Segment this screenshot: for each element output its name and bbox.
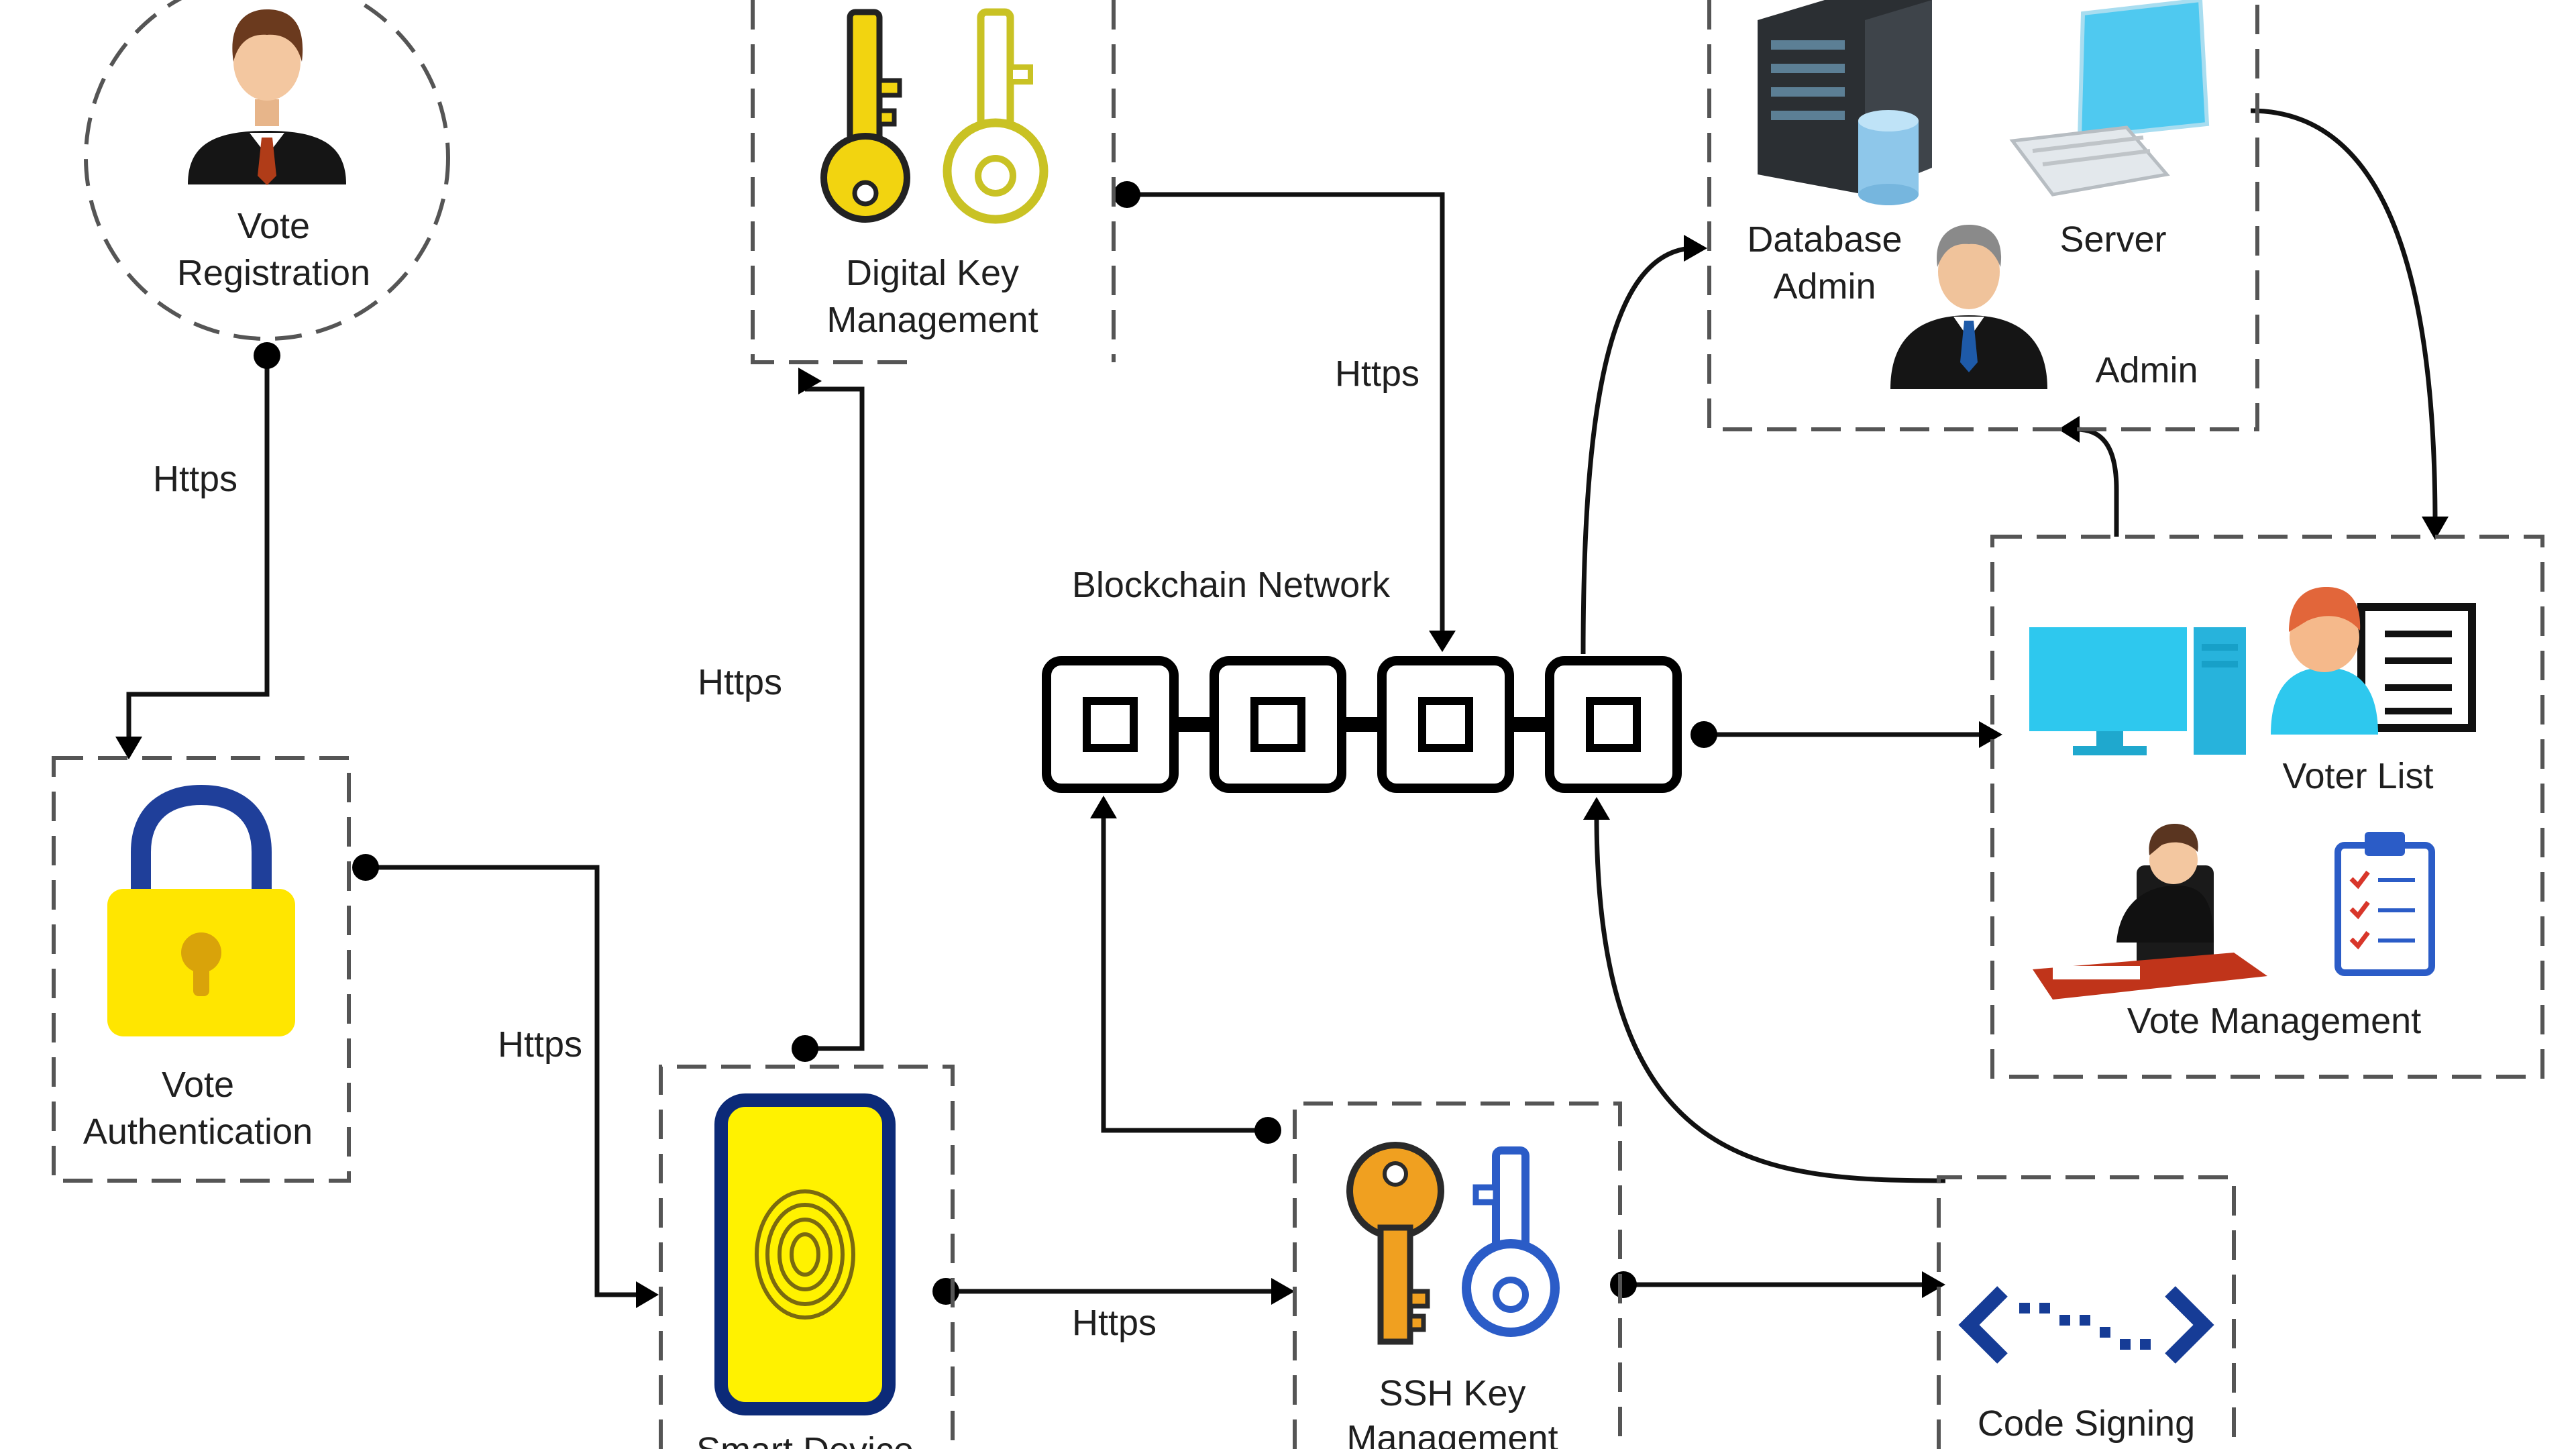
officer-at-desk-icon (2033, 824, 2267, 1000)
ssh-label-line2: Management (1346, 1418, 1558, 1449)
clipboard-checklist-icon (2334, 832, 2435, 976)
votemgmt-box (1990, 535, 2544, 1079)
registration-label-line1: Vote (237, 206, 310, 246)
ssh-label-line1: SSH Key (1379, 1373, 1525, 1413)
arrowhead-authentication (115, 737, 142, 759)
https-label-blockchain: Https (1335, 354, 1419, 394)
connector-codesigning-blockchain (1594, 814, 1946, 1183)
connector-registration-authentication (126, 356, 270, 748)
chain-link-2-center (1250, 697, 1305, 752)
connector-dot-digitalkey (1114, 181, 1140, 208)
fingerprint-icon (755, 1189, 855, 1320)
chain-link-4 (1545, 656, 1682, 793)
https-label-digitalkey-loop: Https (698, 662, 782, 702)
arrowhead-admin-left (1684, 235, 1707, 262)
connector-digitalkey-blockchain (1127, 192, 1445, 634)
node-vote-management[interactable]: Voter List Vote Management (1990, 535, 2544, 1079)
connector-ssh-blockchain (1101, 812, 1268, 1133)
connector-device-digitalkey (805, 386, 865, 1051)
database-admin-label-line1: Database (1747, 219, 1902, 260)
connector-dot-device-right (932, 1278, 959, 1305)
computer-icon (2009, 0, 2210, 197)
https-label-registration: Https (153, 459, 237, 499)
connector-dot-ssh-right (1610, 1271, 1637, 1298)
connector-dot-blockchain-right (1690, 721, 1717, 748)
authentication-label-line2: Authentication (83, 1112, 313, 1152)
orange-key-icon (1346, 1142, 1444, 1345)
chain-link-1-center (1083, 697, 1138, 752)
node-blockchain-network[interactable]: Blockchain Network (1042, 565, 1682, 793)
connector-dot-device-top (792, 1035, 818, 1062)
voter-list-icon (2271, 587, 2476, 735)
chain-link-3 (1377, 656, 1514, 793)
https-label-ssh: Https (1072, 1303, 1157, 1343)
database-server-icon (1758, 0, 1932, 205)
digitalkey-box (751, 0, 1116, 364)
gold-key-icon (820, 9, 910, 223)
arrowhead-votemgmt (1979, 721, 2002, 748)
node-admin-cluster[interactable]: Database Admin Server Admin (1707, 0, 2259, 431)
code-icon (1958, 1286, 2214, 1364)
admin-label: Admin (2095, 350, 2198, 390)
chain-link-1 (1042, 656, 1179, 793)
votemgmt-label: Vote Management (2127, 1001, 2421, 1041)
desktop-computer-icon (2029, 627, 2246, 755)
green-key-icon (943, 8, 1049, 224)
authentication-box (52, 756, 351, 1183)
connector-blockchain-admin (1580, 246, 1691, 655)
connector-dot-authentication (352, 854, 379, 881)
node-vote-authentication[interactable]: Vote Authentication (52, 756, 351, 1183)
voter-list-label: Voter List (2282, 756, 2433, 796)
codesigning-label: Code Signing (1978, 1403, 2195, 1444)
arrowhead-codesigning (1922, 1271, 1945, 1298)
arrowhead-blockchain-bottom-right (1583, 797, 1610, 820)
node-code-signing[interactable]: Code Signing (1937, 1175, 2236, 1449)
digitalkey-label-line2: Management (826, 300, 1038, 340)
fingerprint-device-icon (714, 1093, 896, 1415)
connectors: Https Https Https Https Https (115, 108, 2449, 1343)
connector-authentication-device (366, 865, 647, 1297)
connector-votemgmt-admin (2076, 427, 2119, 537)
node-digital-key-management[interactable]: Digital Key Management (751, 0, 1116, 364)
connector-dot-ssh (1254, 1117, 1281, 1144)
arrowhead-blockchain-bottom (1090, 796, 1117, 818)
node-vote-registration[interactable]: Vote Registration (84, 0, 450, 341)
authentication-label-line1: Vote (162, 1065, 234, 1105)
arrowhead-votemgmt-top (2422, 517, 2449, 540)
node-smart-device[interactable]: Smart Device (659, 1065, 955, 1449)
arrowhead-digitalkey (798, 368, 822, 394)
https-label-authentication: Https (498, 1024, 582, 1065)
device-box (659, 1065, 955, 1449)
arrowhead-admin-bottom (2058, 416, 2080, 443)
admin-person-icon (1890, 225, 2047, 389)
chain-link-4-center (1586, 697, 1641, 752)
server-label: Server (2059, 219, 2166, 260)
chain-link-2 (1210, 656, 1346, 793)
connector-admin-votemgmt (2250, 108, 2438, 524)
blockchain-title: Blockchain Network (1072, 565, 1391, 605)
blue-key-icon (1462, 1146, 1560, 1337)
codesigning-box (1937, 1175, 2236, 1449)
arrowhead-device-left (636, 1281, 659, 1308)
arrowhead-ssh (1271, 1278, 1295, 1305)
arrowhead-blockchain-top (1429, 631, 1456, 652)
padlock-icon (107, 784, 295, 1036)
ssh-box (1293, 1102, 1622, 1449)
connector-dot-registration (254, 342, 280, 369)
registration-label-line2: Registration (177, 253, 370, 293)
device-label: Smart Device (696, 1430, 914, 1449)
chain-link-3-center (1418, 697, 1473, 752)
businessman-icon (188, 9, 346, 185)
node-ssh-key-management[interactable]: SSH Key Management (1293, 1102, 1622, 1449)
database-admin-label-line2: Admin (1773, 266, 1876, 307)
digitalkey-label-line1: Digital Key (846, 253, 1019, 293)
registration-circle (84, 0, 450, 341)
